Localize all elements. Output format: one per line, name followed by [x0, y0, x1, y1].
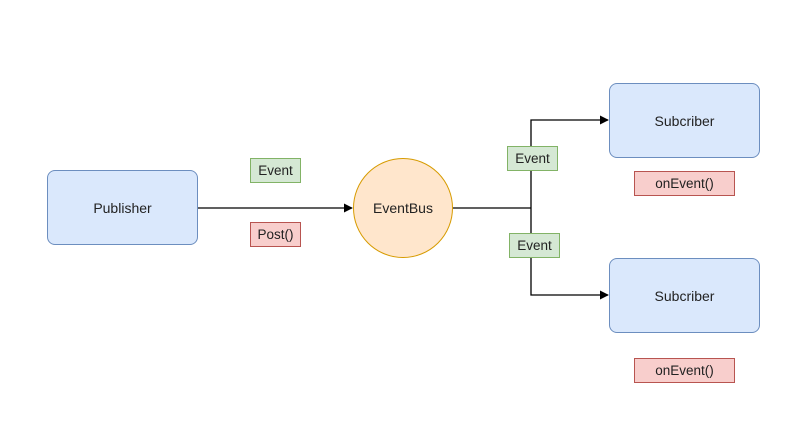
- eventbus-node[interactable]: EventBus: [353, 158, 453, 258]
- publisher-node[interactable]: Publisher: [47, 170, 198, 245]
- publisher-event-label: Event: [250, 158, 301, 183]
- branch-top-event-label: Event: [507, 146, 558, 171]
- subscriber-top-handler-label: onEvent(): [634, 171, 735, 196]
- publisher-post-label: Post(): [250, 222, 301, 247]
- subscriber-bottom-node[interactable]: Subcriber: [609, 258, 760, 333]
- subscriber-bottom-handler-label: onEvent(): [634, 358, 735, 383]
- branch-bottom-event-label: Event: [509, 233, 560, 258]
- subscriber-top-node[interactable]: Subcriber: [609, 83, 760, 158]
- junction-to-subscriber-top-arrow: [530, 115, 609, 208]
